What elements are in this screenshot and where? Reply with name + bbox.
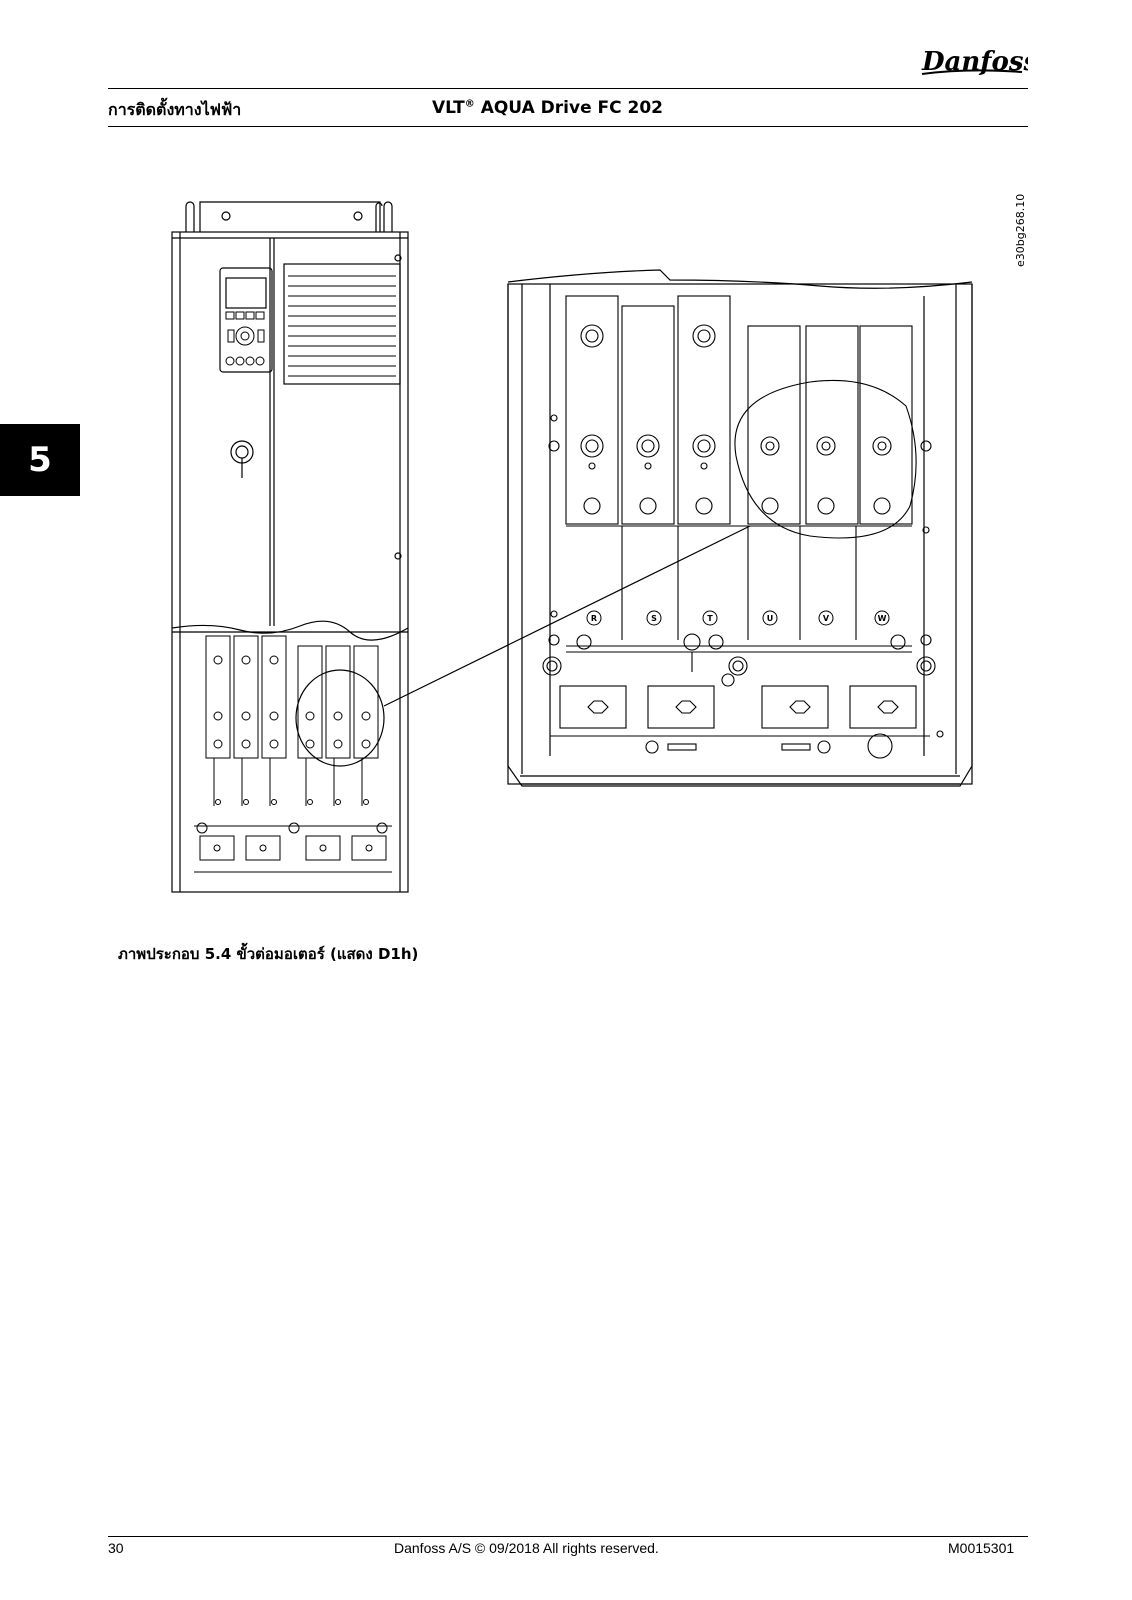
terminal-label-r: R: [591, 614, 597, 623]
terminal-label-u: U: [767, 614, 774, 623]
page-number: 30: [108, 1540, 124, 1556]
terminal-label-w: W: [878, 614, 887, 623]
header-rule-top: [108, 88, 1028, 89]
section-title: การติดตั้งทางไฟฟ้า: [108, 100, 242, 119]
document-title: VLT® AQUA Drive FC 202: [432, 98, 664, 118]
header-rule-bottom: [108, 126, 1028, 127]
danfoss-logo: Danfoss: [921, 47, 1028, 77]
document-code: M0015301: [948, 1540, 1015, 1556]
copyright: Danfoss A/S © 09/2018 All rights reserve…: [394, 1540, 659, 1556]
terminal-label-v: V: [823, 614, 830, 623]
motor-terminal-drawing: R S T U V W: [171, 201, 973, 893]
chapter-tab: 5: [0, 424, 80, 496]
terminal-labels: R S T U V W: [591, 614, 887, 623]
figure-caption: ภาพประกอบ 5.4 ขั้วต่อมอเตอร์ (แสดง D1h): [118, 945, 419, 963]
terminal-label-t: T: [707, 614, 713, 623]
drive-overview: [171, 201, 409, 893]
terminal-label-s: S: [651, 614, 657, 623]
footer-rule: [108, 1536, 1028, 1537]
zoom-connector-line: [383, 525, 751, 707]
terminal-detail: R S T U V W: [507, 269, 973, 787]
